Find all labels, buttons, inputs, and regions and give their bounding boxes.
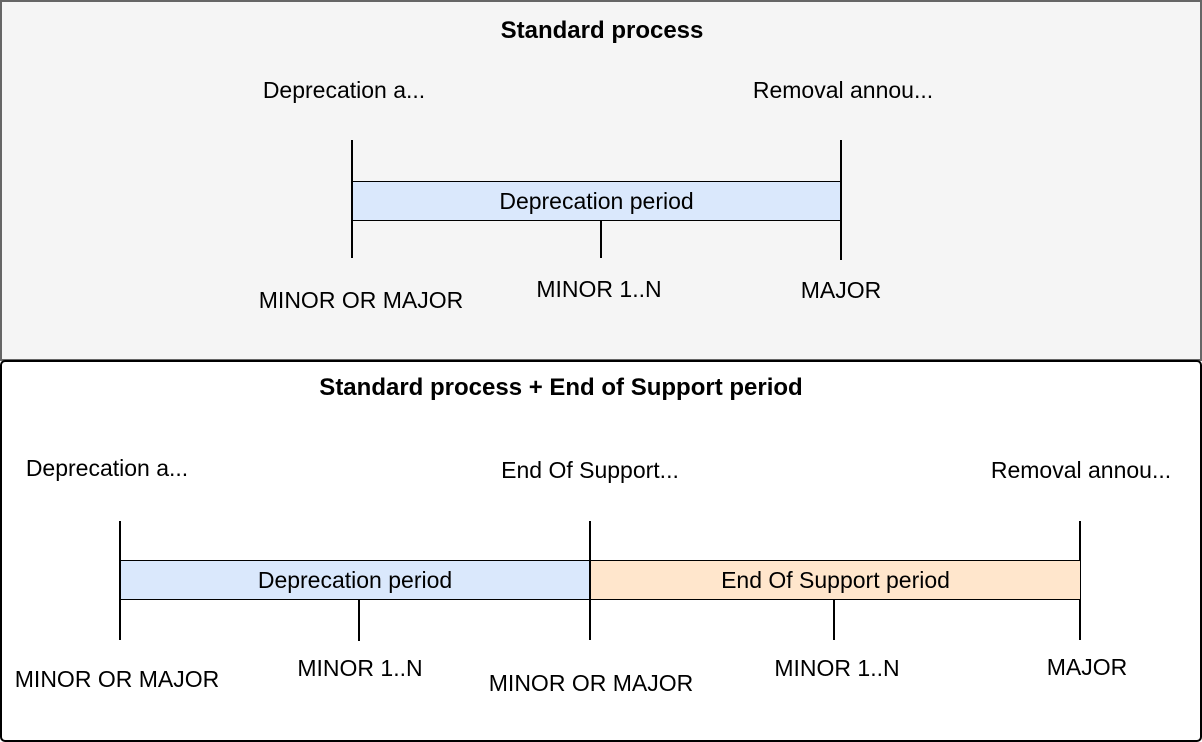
end-of-support-period-label: End Of Support period (721, 566, 950, 593)
standard-process-panel: Standard process Deprecation a... Remova… (0, 0, 1202, 361)
milestone-label-deprecation-announcement: Deprecation a... (262, 77, 426, 103)
panel-title: Standard process + End of Support period (319, 374, 803, 401)
panel-title: Standard process (500, 17, 704, 44)
release-label-minor-or-major: MINOR OR MAJOR (14, 666, 220, 692)
release-tick-minor-1n-end-of-support (833, 600, 835, 640)
deprecation-period-bar: Deprecation period (352, 181, 841, 221)
release-tick-minor-1n (600, 221, 602, 258)
end-of-support-period-bar: End Of Support period (590, 560, 1081, 600)
milestone-label-removal-announcement: Removal annou... (752, 77, 934, 103)
release-tick-minor-1n-deprecation (358, 600, 360, 641)
release-label-minor-1n: MINOR 1..N (536, 276, 662, 302)
release-label-minor-1n: MINOR 1..N (774, 655, 900, 681)
deprecation-period-label: Deprecation period (257, 566, 453, 593)
milestone-label-end-of-support-announcement: End Of Support... (501, 457, 679, 483)
release-label-major: MAJOR (1046, 654, 1128, 680)
milestone-label-deprecation-announcement: Deprecation a... (25, 455, 189, 481)
deprecation-period-bar: Deprecation period (120, 560, 590, 600)
milestone-tick-removal-announcement (840, 140, 842, 260)
release-label-minor-or-major: MINOR OR MAJOR (258, 287, 464, 313)
release-label-major: MAJOR (800, 277, 882, 303)
standard-process-eos-panel (0, 360, 1202, 742)
release-label-minor-or-major: MINOR OR MAJOR (488, 670, 694, 696)
milestone-label-removal-announcement: Removal annou... (990, 457, 1172, 483)
release-label-minor-1n: MINOR 1..N (297, 655, 423, 681)
deprecation-period-label: Deprecation period (499, 187, 694, 214)
